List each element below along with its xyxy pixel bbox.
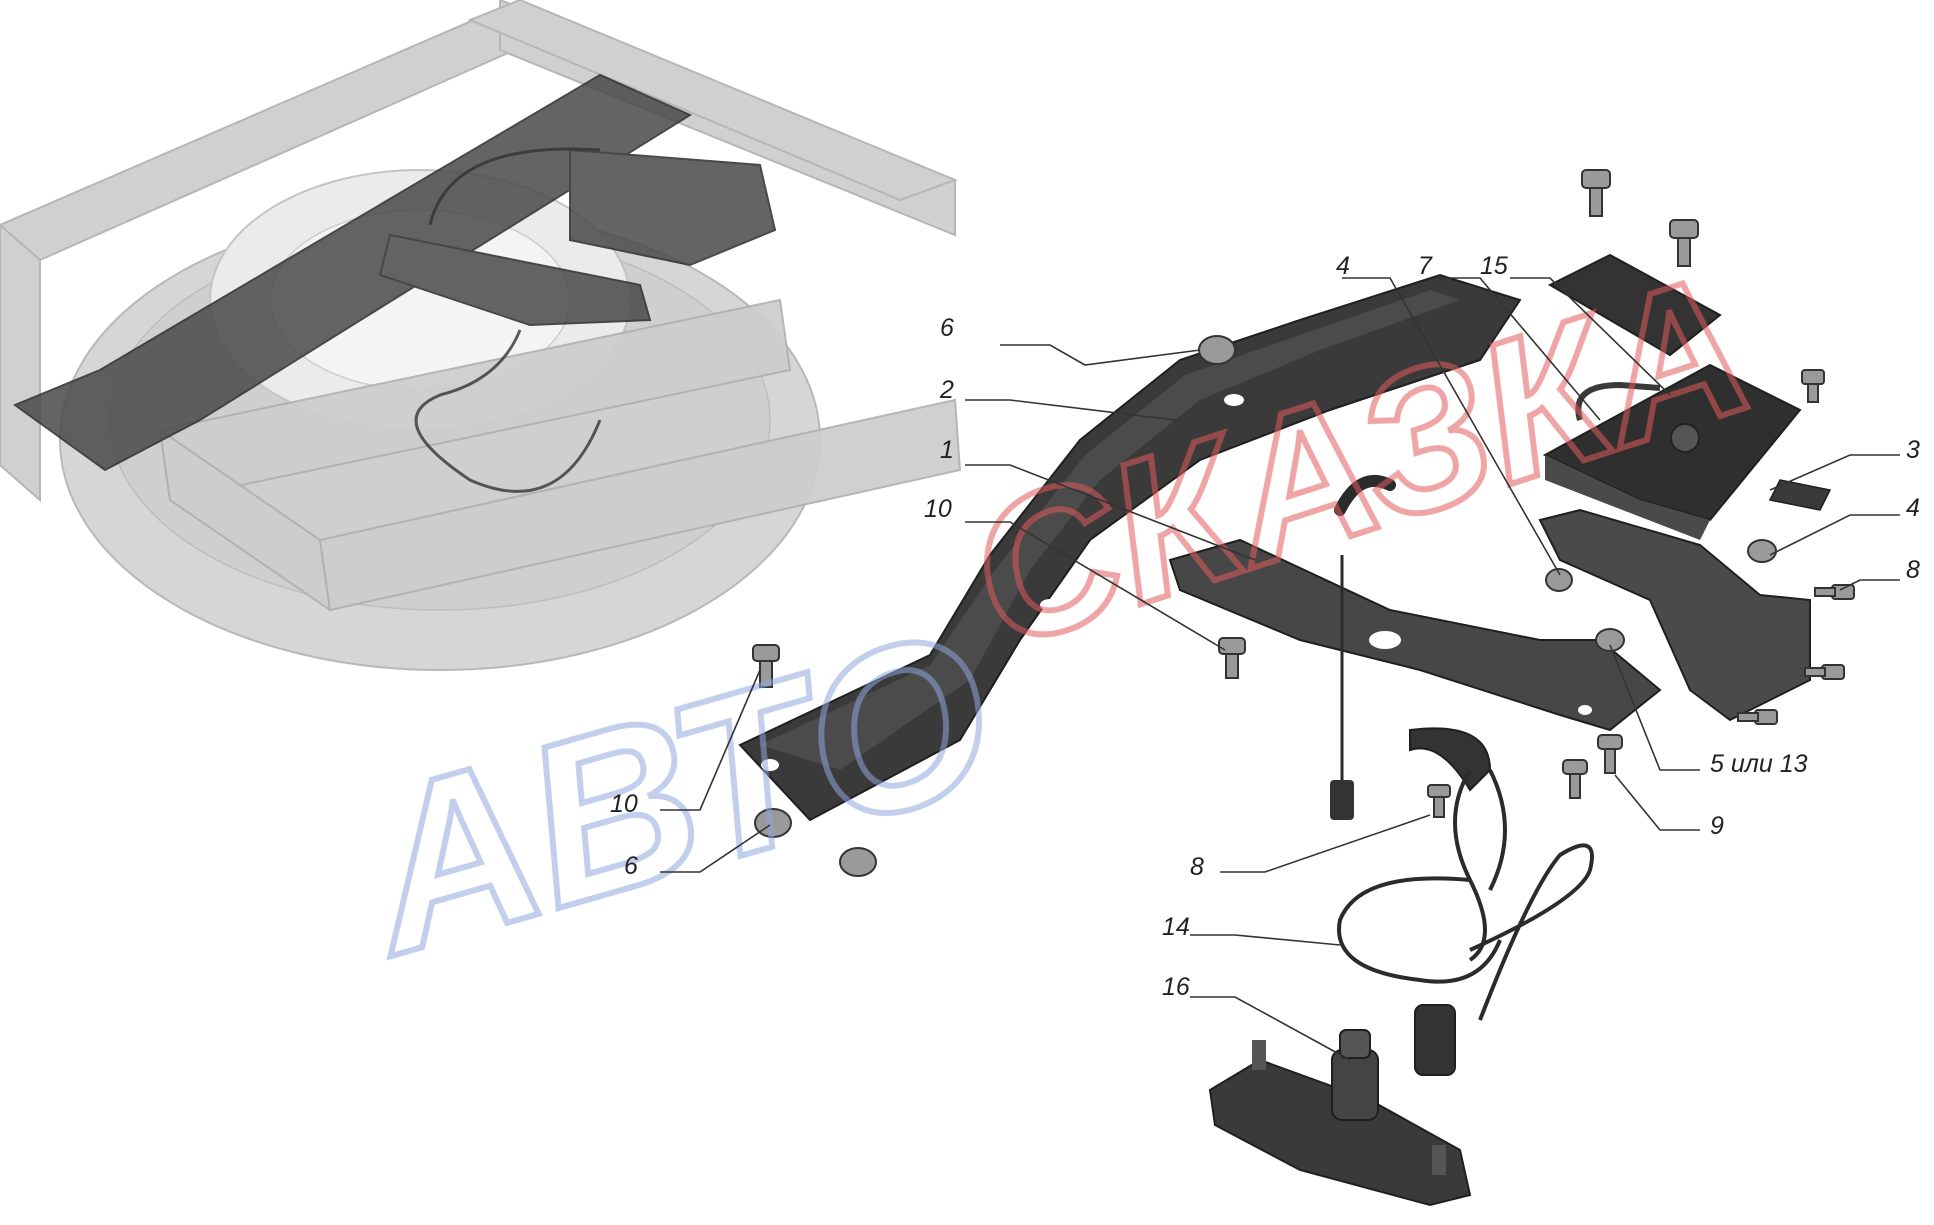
fasteners <box>752 169 1855 877</box>
hole <box>1224 394 1244 406</box>
part-3-side-bracket <box>1538 479 1832 722</box>
cable-loop-15 <box>1575 381 1661 421</box>
callout-label-10: 10 <box>924 495 952 523</box>
part-1-lower-bracket <box>1168 538 1662 732</box>
assembly-overview <box>0 0 962 671</box>
callout-label-10b: 10 <box>610 790 638 818</box>
bolt-icon <box>1597 734 1623 774</box>
bolt-icon <box>1562 759 1588 799</box>
part-14-cable-lock <box>1330 475 1594 1076</box>
callout-label-9: 9 <box>1710 812 1724 840</box>
callout-label-3: 3 <box>1906 436 1920 464</box>
bolt-icon <box>1669 219 1699 267</box>
bolt-icon <box>1737 709 1778 725</box>
bolt-icon <box>752 644 780 688</box>
nut-icon <box>839 847 877 877</box>
callout-label-4b: 4 <box>1906 494 1920 522</box>
callout-label-2: 2 <box>939 376 954 404</box>
vehicle-frame-ghost <box>0 0 962 613</box>
carrier-bracket-ghost <box>12 73 777 472</box>
hole <box>1578 705 1592 715</box>
bolt-icon <box>1814 584 1855 600</box>
callout-labels: 6 2 1 10 4 7 15 3 4 8 5 или 13 9 8 14 16… <box>610 252 1920 1001</box>
callout-label-14: 14 <box>1162 913 1190 941</box>
callout-leaders <box>660 277 1900 1061</box>
bolt-icon <box>1581 169 1611 217</box>
bolt-icon <box>1804 664 1845 680</box>
nut-icon <box>1595 628 1625 652</box>
bolt-icon <box>1218 637 1246 679</box>
callout-label-6: 6 <box>940 314 954 342</box>
callout-label-16: 16 <box>1162 973 1190 1001</box>
callout-label-8: 8 <box>1906 556 1920 584</box>
hole <box>1040 599 1060 611</box>
nut-icon <box>754 808 792 838</box>
nut-icon <box>1545 568 1573 592</box>
cable-ghost <box>414 147 602 493</box>
callout-label-15: 15 <box>1480 252 1508 280</box>
bolt-icon <box>1427 784 1451 818</box>
nut-icon <box>1198 335 1236 365</box>
part-15-mounting-plate <box>1542 253 1802 540</box>
hole <box>1369 631 1401 649</box>
callout-label-8b: 8 <box>1190 853 1204 881</box>
part-16-base-plate <box>1208 1029 1472 1207</box>
callout-label-6b: 6 <box>624 852 638 880</box>
hole <box>761 759 779 771</box>
nut-icon <box>1747 539 1777 563</box>
center-nut <box>1670 423 1700 453</box>
callout-label-7: 7 <box>1418 252 1433 280</box>
callout-label-1: 1 <box>940 436 954 464</box>
callout-label-4: 4 <box>1336 252 1350 280</box>
callout-label-5-or-13: 5 или 13 <box>1710 750 1808 778</box>
part-2-carrier-arm <box>738 273 1522 822</box>
bolt-icon <box>1801 369 1825 403</box>
